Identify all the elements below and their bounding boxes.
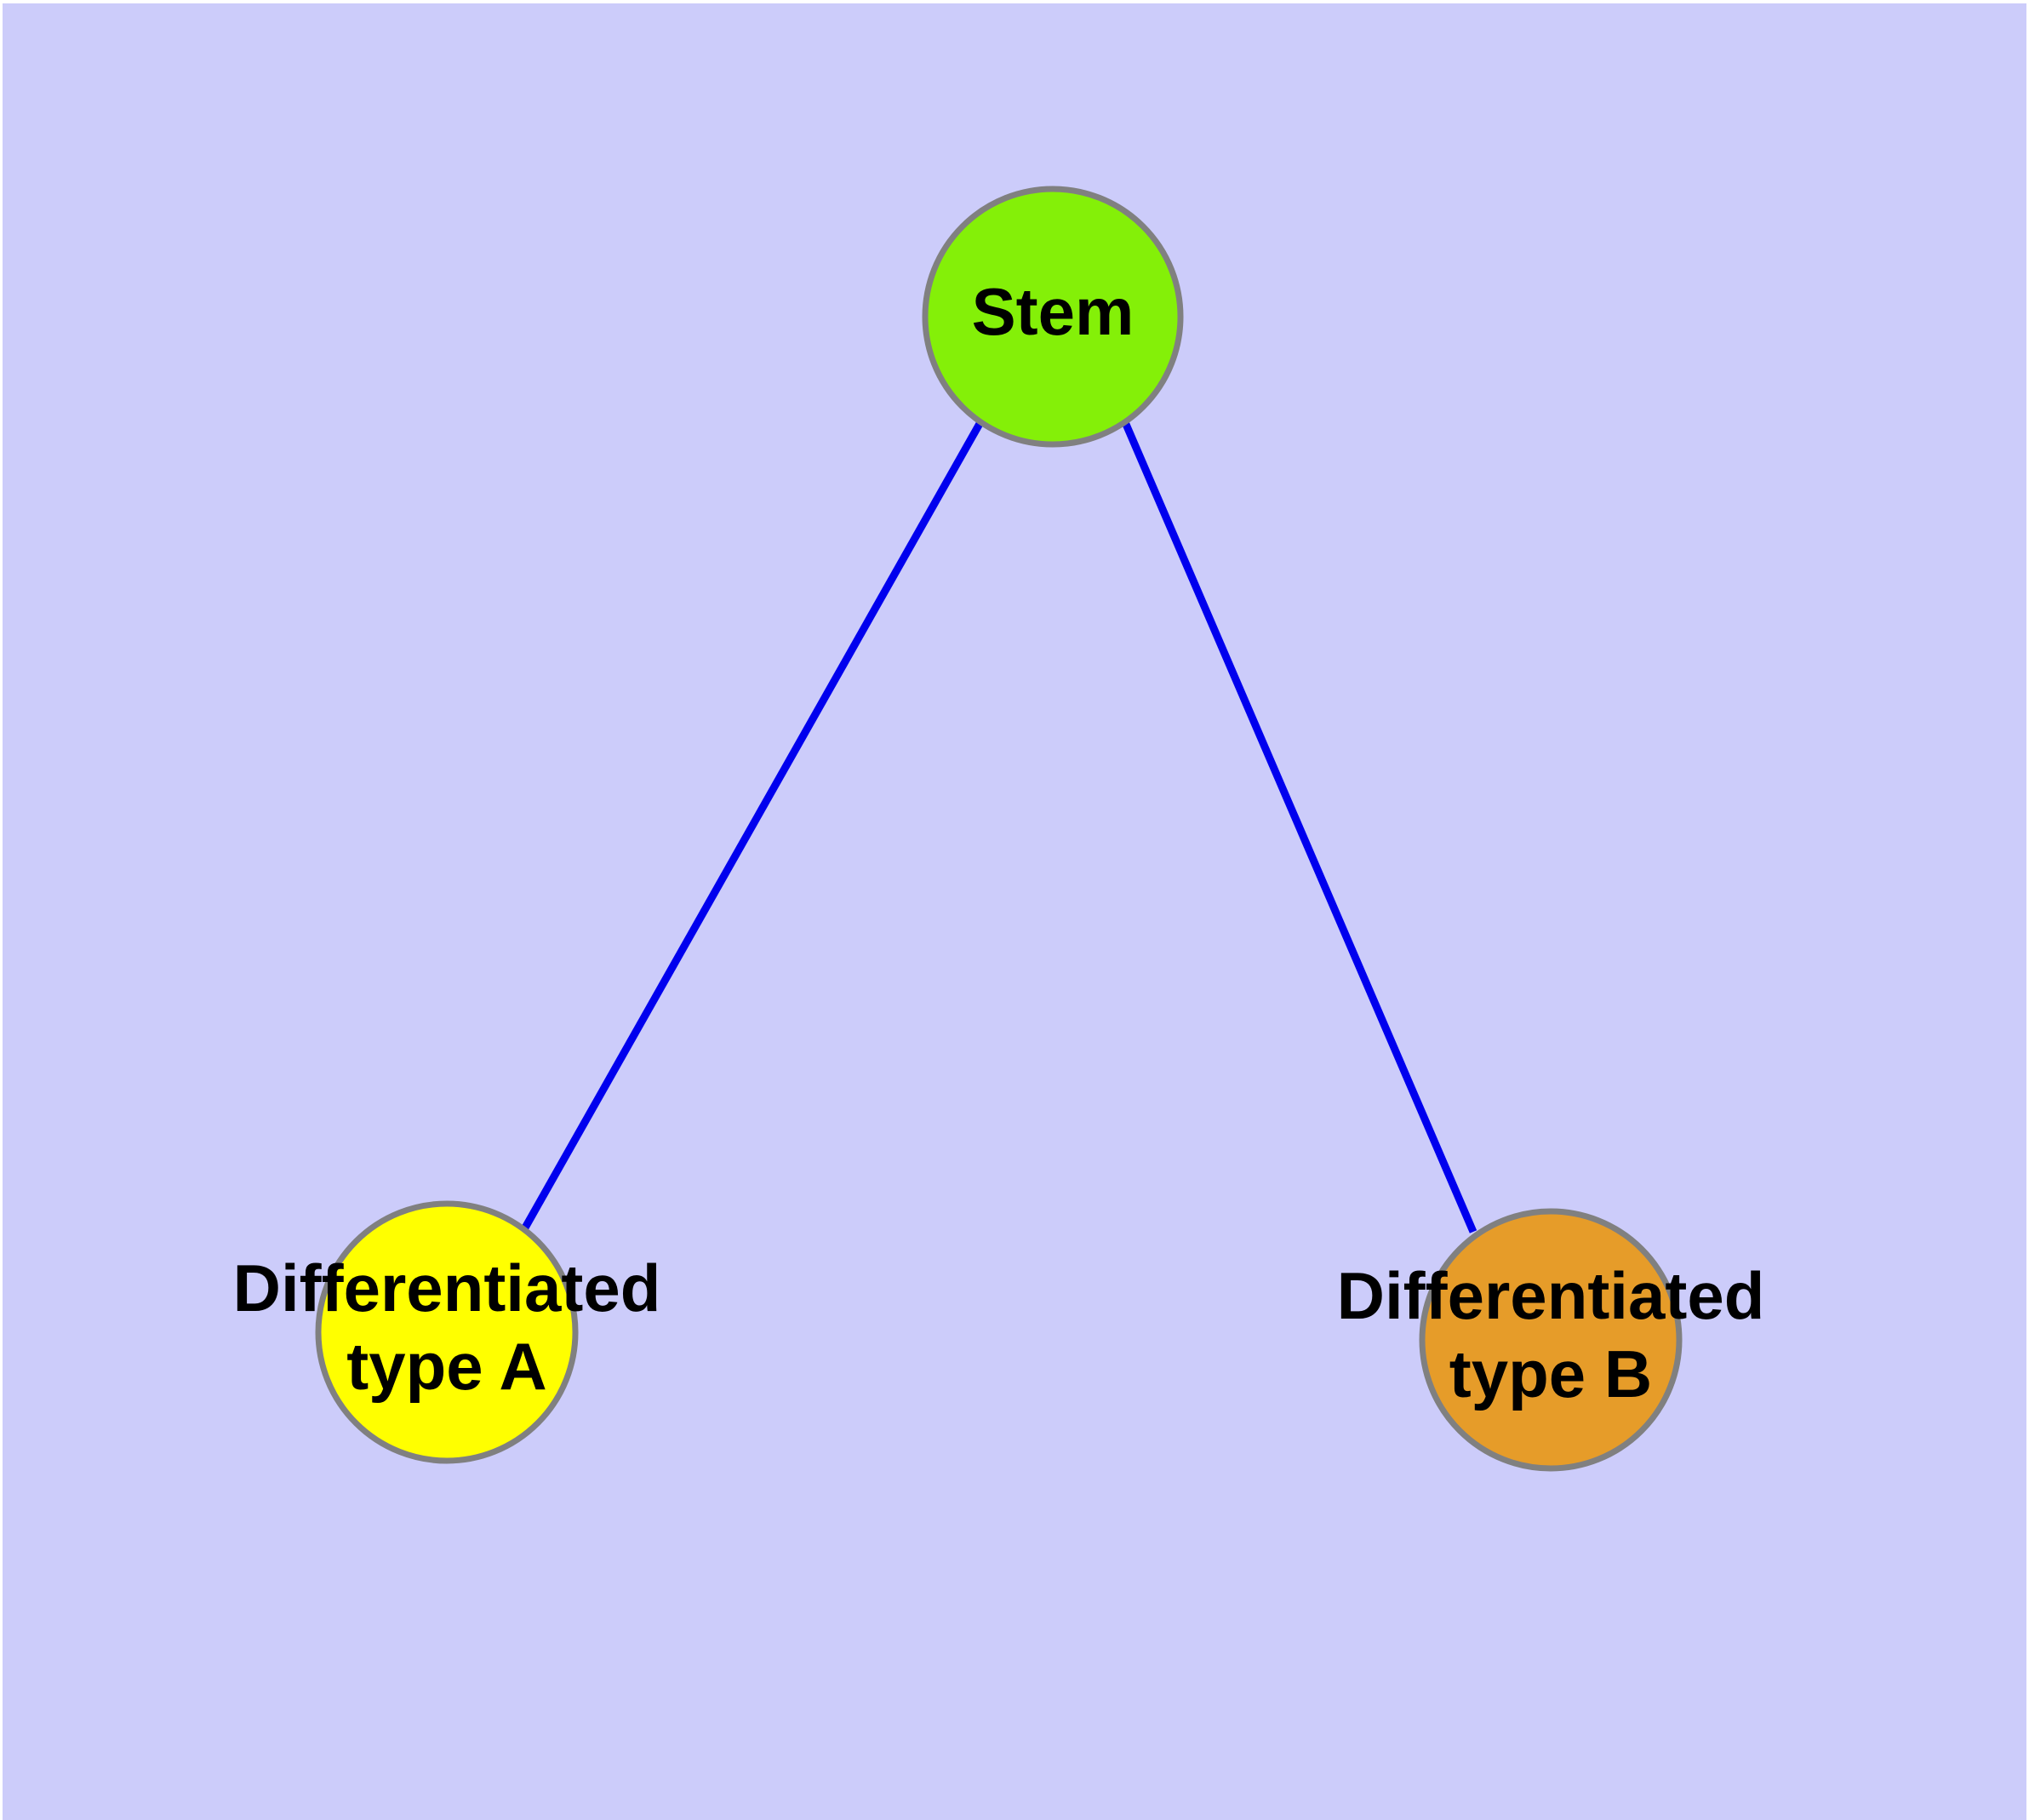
edge-stem-to-diff-b[interactable] xyxy=(1121,421,1477,1233)
node-circle-diff_b[interactable] xyxy=(1419,1208,1683,1472)
node-label-line: Stem xyxy=(972,274,1135,349)
edge-layer xyxy=(521,420,1477,1233)
node-circle-stem[interactable] xyxy=(922,186,1184,448)
node-label-line: Differentiated xyxy=(1337,1258,1765,1333)
node-label-line: type A xyxy=(346,1329,547,1404)
node-label-stem: Stem xyxy=(972,274,1135,349)
edge-stem-to-diff-a[interactable] xyxy=(521,420,984,1232)
node-circle-diff_a[interactable] xyxy=(315,1200,579,1464)
node-label-line: type B xyxy=(1449,1336,1652,1411)
node-stem[interactable]: Stem xyxy=(922,186,1184,448)
node-label-line: Differentiated xyxy=(233,1251,661,1325)
